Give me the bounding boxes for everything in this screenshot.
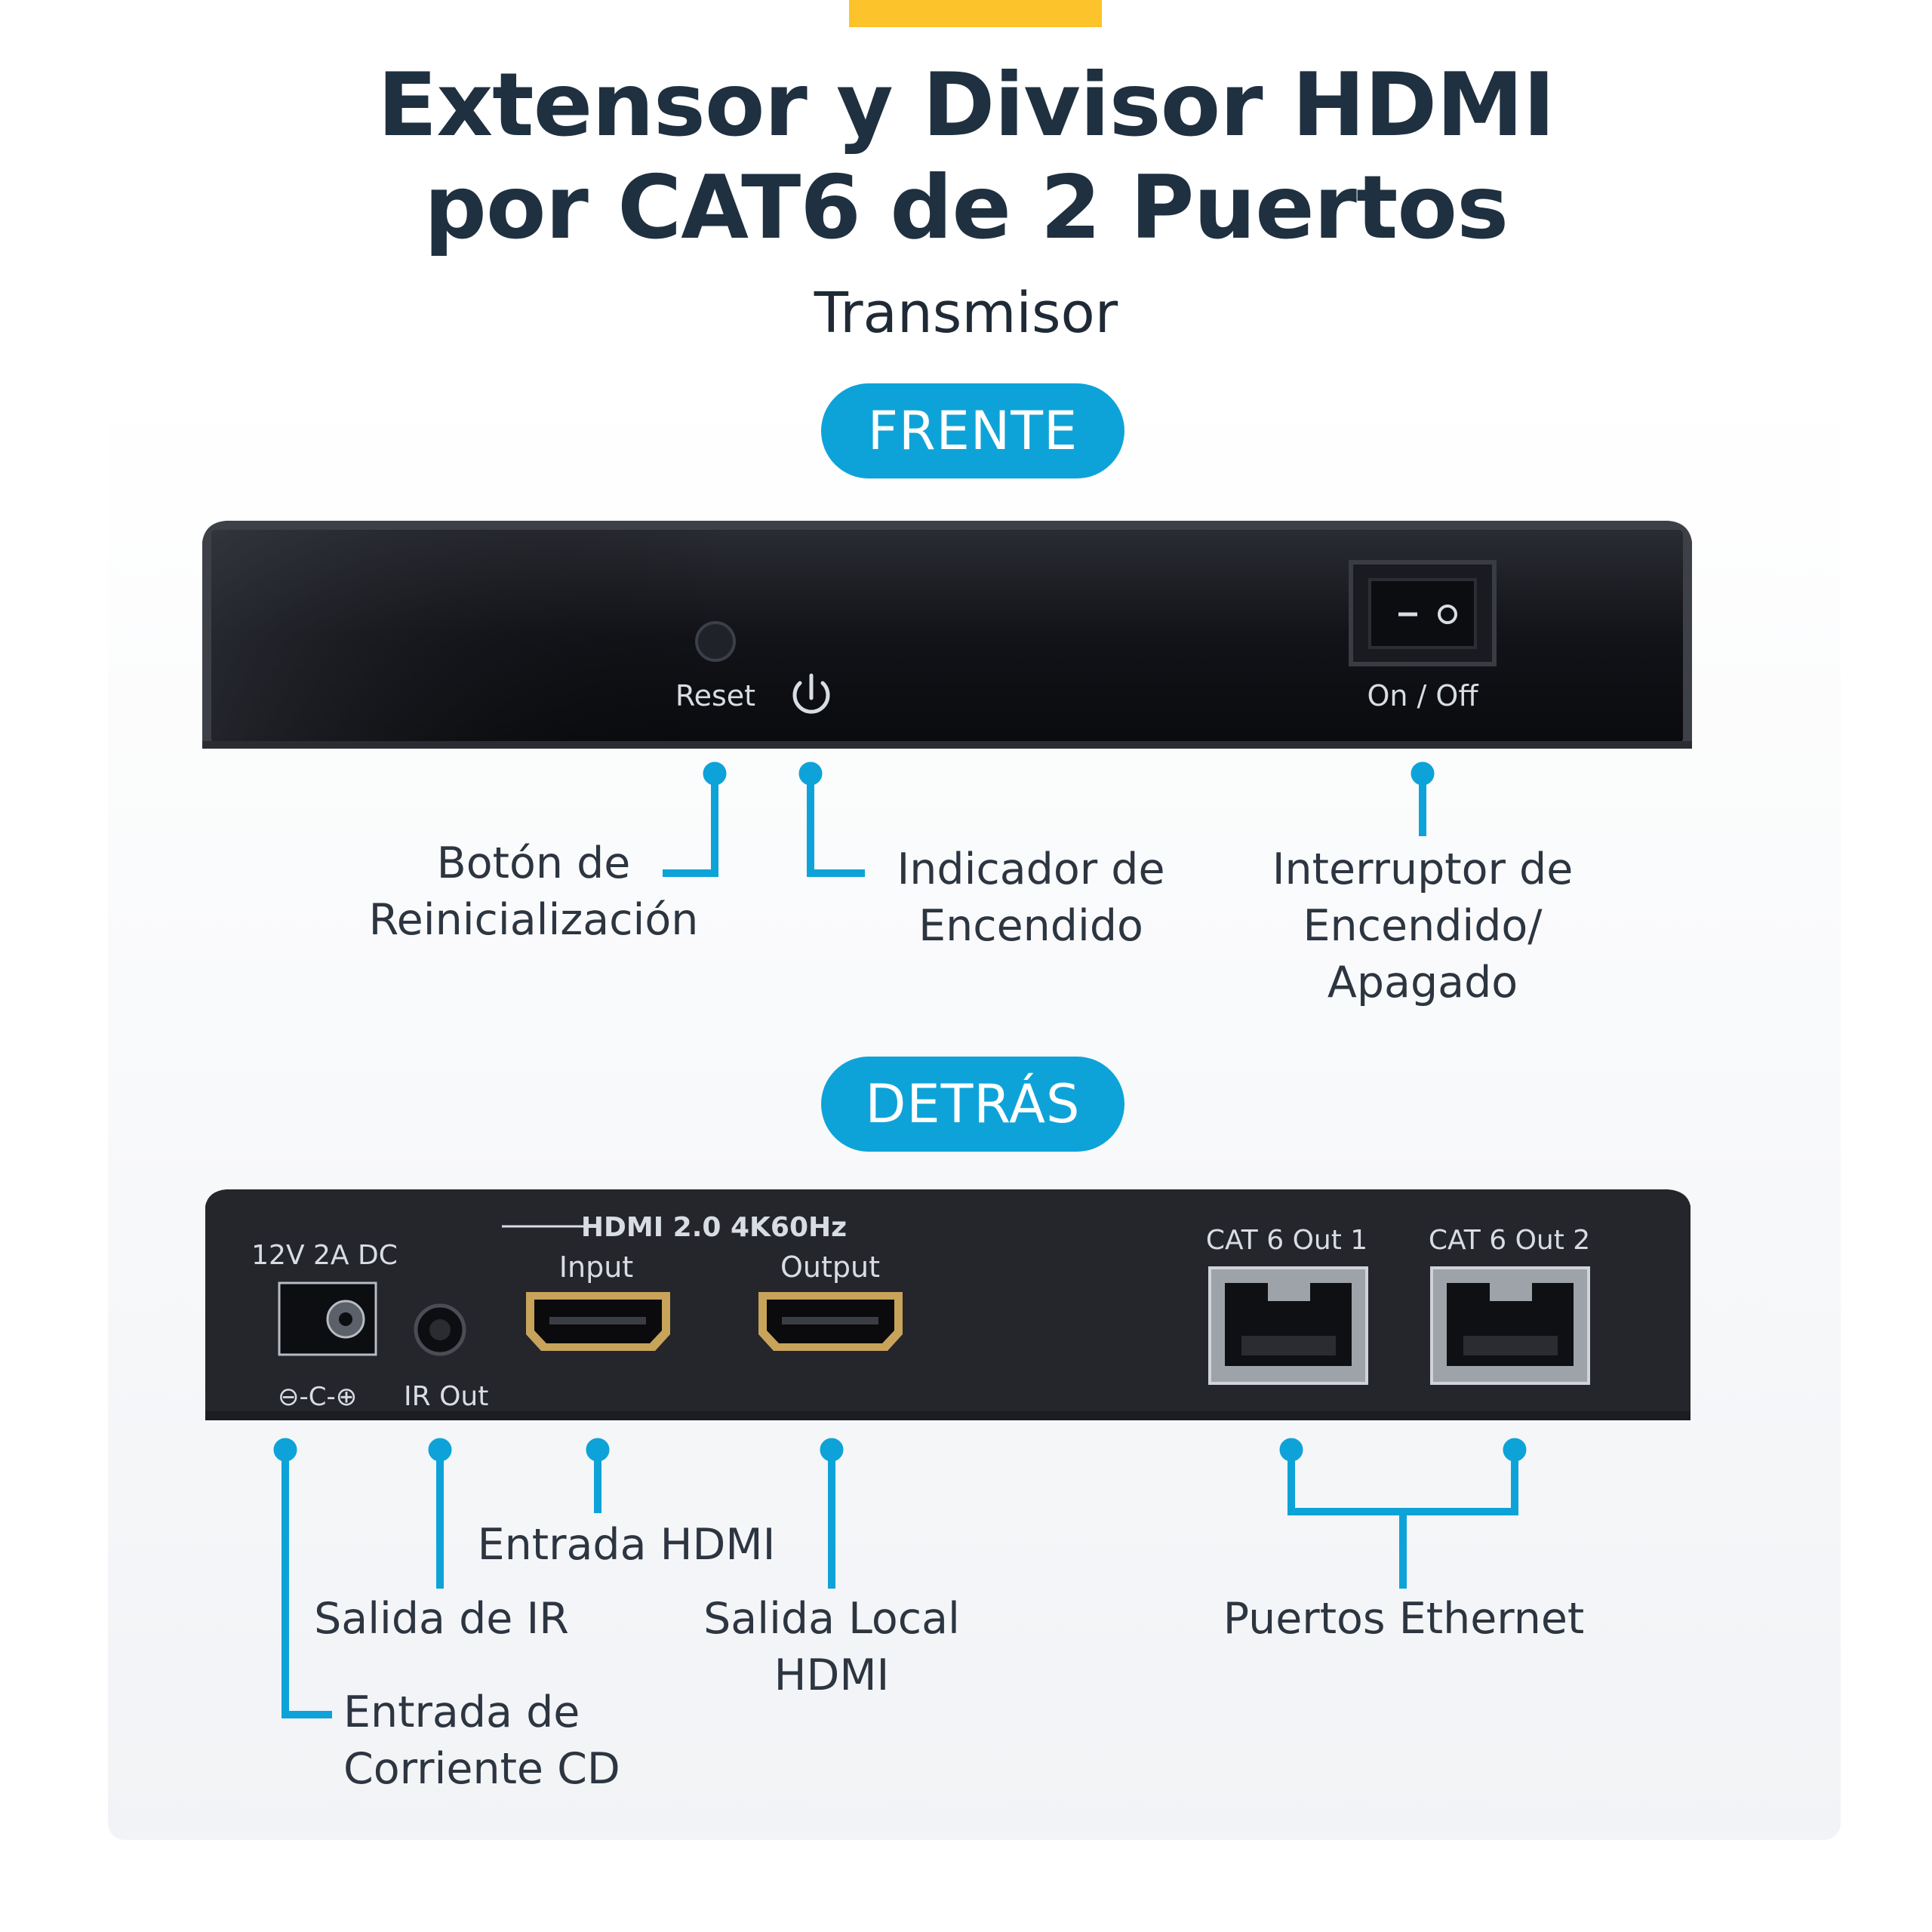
callout-ethernet: Puertos Ethernet <box>1200 1591 1607 1647</box>
callout-reset-line-2: Reinicialización <box>368 895 699 945</box>
power-icon <box>792 673 830 714</box>
reset-button[interactable] <box>695 621 736 662</box>
callout-switch-line-2: Encendido/ <box>1303 901 1543 951</box>
hdmi-out-leader <box>820 1438 844 1589</box>
cat1-label: CAT 6 Out 1 <box>1206 1225 1367 1256</box>
callout-hdmi-in: Entrada HDMI <box>460 1517 792 1574</box>
callout-ethernet-line-1: Puertos Ethernet <box>1223 1594 1585 1644</box>
ir-label: IR Out <box>404 1381 488 1412</box>
callout-switch-line-3: Apagado <box>1327 958 1518 1008</box>
callout-power: Indicador de Encendido <box>857 841 1204 955</box>
page-title: Extensor y Divisor HDMI por CAT6 de 2 Pu… <box>0 54 1932 260</box>
hdmi-in-leader <box>586 1438 610 1513</box>
ir-jack[interactable] <box>414 1303 466 1356</box>
power-leader <box>798 761 865 877</box>
dc-jack[interactable] <box>278 1281 377 1356</box>
dc-leader <box>273 1438 332 1718</box>
callout-ir-line-1: Salida de IR <box>314 1594 569 1644</box>
callout-hdmi-out-line-1: Salida Local <box>703 1594 960 1644</box>
callout-hdmi-in-line-1: Entrada HDMI <box>477 1520 776 1570</box>
title-line-2: por CAT6 de 2 Puertos <box>423 157 1509 259</box>
callout-dc-line-1: Entrada de <box>343 1687 580 1737</box>
ethernet-port-1[interactable] <box>1208 1266 1368 1385</box>
callout-dc-line-2: Corriente CD <box>343 1744 620 1794</box>
polarity-symbol: ⊖-C-⊕ <box>278 1382 357 1412</box>
cat2-label: CAT 6 Out 2 <box>1429 1225 1590 1256</box>
hdmi-input-label: Input <box>559 1251 633 1284</box>
switch-label: On / Off <box>1367 679 1478 712</box>
front-device <box>202 521 1692 749</box>
back-section-label: DETRÁS <box>821 1057 1124 1152</box>
callout-dc: Entrada de Corriente CD <box>343 1684 660 1798</box>
reset-leader <box>663 761 727 877</box>
ir-leader <box>428 1438 452 1589</box>
subtitle: Transmisor <box>814 281 1118 346</box>
title-line-1: Extensor y Divisor HDMI <box>377 54 1555 156</box>
callout-reset-line-1: Botón de <box>436 838 631 888</box>
ethernet-port-2[interactable] <box>1430 1266 1590 1385</box>
callout-switch-line-1: Interruptor de <box>1272 844 1574 894</box>
reset-label: Reset <box>675 679 755 712</box>
ethernet-leader <box>1279 1438 1527 1589</box>
front-section-label: FRENTE <box>821 383 1124 478</box>
switch-leader <box>1411 761 1435 836</box>
top-accent-bar <box>849 0 1102 27</box>
hdmi-output-port[interactable] <box>758 1292 903 1351</box>
dc-label: 12V 2A DC <box>251 1240 398 1271</box>
hdmi-input-port[interactable] <box>526 1292 670 1351</box>
callout-switch: Interruptor de Encendido/ Apagado <box>1230 841 1615 1011</box>
callout-reset: Botón de Reinicialización <box>347 835 720 949</box>
callout-power-line-1: Indicador de <box>897 844 1165 894</box>
callout-hdmi-out-line-2: HDMI <box>774 1651 890 1700</box>
power-switch[interactable] <box>1349 560 1497 666</box>
callout-power-line-2: Encendido <box>918 901 1143 951</box>
hdmi-output-label: Output <box>780 1251 880 1284</box>
hdmi-group-label: HDMI 2.0 4K60Hz <box>581 1212 847 1243</box>
callout-hdmi-out: Salida Local HDMI <box>672 1591 992 1704</box>
callout-ir: Salida de IR <box>287 1591 596 1647</box>
